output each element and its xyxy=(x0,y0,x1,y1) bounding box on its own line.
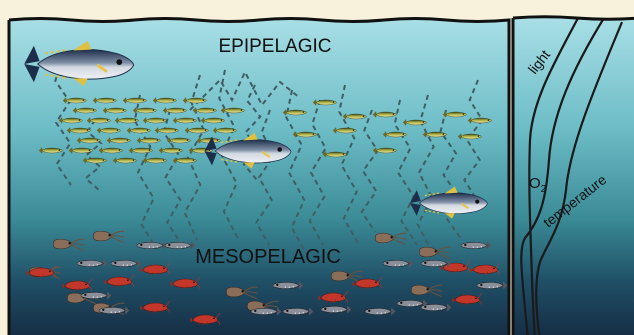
epipelagic-label: EPIPELAGIC xyxy=(219,36,332,57)
mesopelagic-label: MESOPELAGIC xyxy=(195,246,341,268)
